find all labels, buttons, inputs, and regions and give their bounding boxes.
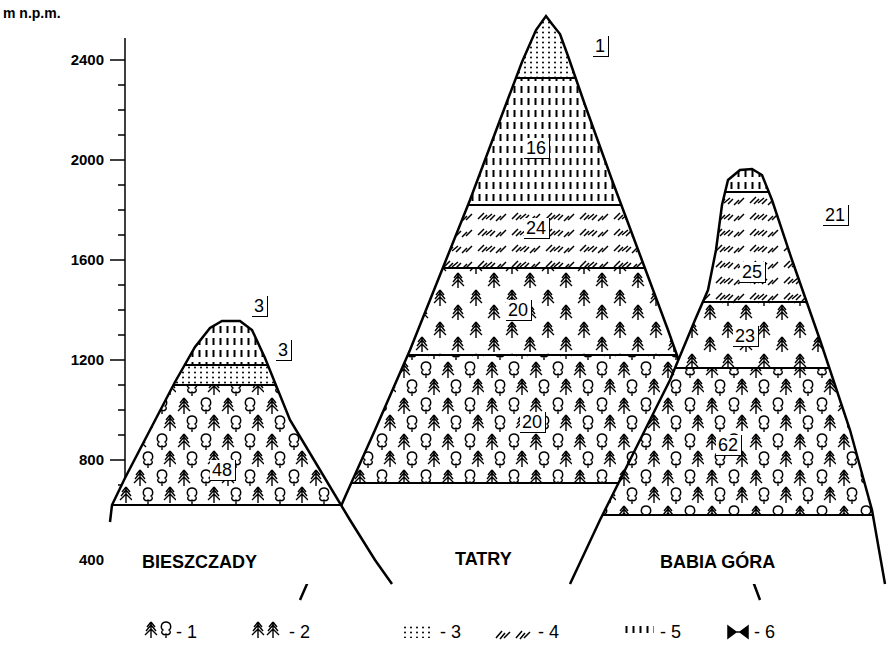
callout-number: 16 [524,138,550,159]
callout-number: 23 [733,326,759,347]
mountain-name: TATRY [455,549,512,570]
axis-value: 1600 [71,251,104,268]
legend-text: - 5 [660,622,681,643]
callout-number: 21 [823,205,849,226]
legend-text: - 3 [440,622,461,643]
callout-number: 25 [740,262,766,283]
legend-text: - 2 [289,622,310,643]
callout-number: 1 [593,36,609,57]
axis-value: 2000 [71,151,104,168]
callout-number: 3 [252,296,268,317]
callout-number: 3 [276,340,292,361]
mountain-name: BABIA GÓRA [660,552,775,573]
mountain-name: BIESZCZADY [142,552,257,573]
axis-value: 400 [79,551,104,568]
legend-text: - 1 [176,622,197,643]
callout-number: 20 [520,412,546,433]
axis-value: 800 [79,451,104,468]
axis-value: 2400 [71,51,104,68]
legend-text: - 6 [754,622,775,643]
callout-number: 24 [524,218,550,239]
callout-number: 20 [506,300,532,321]
callout-number: 62 [716,435,742,456]
callout-number: 48 [210,460,236,481]
axis-unit: m n.p.m. [3,5,61,21]
legend-text: - 4 [538,622,559,643]
axis-value: 1200 [71,351,104,368]
